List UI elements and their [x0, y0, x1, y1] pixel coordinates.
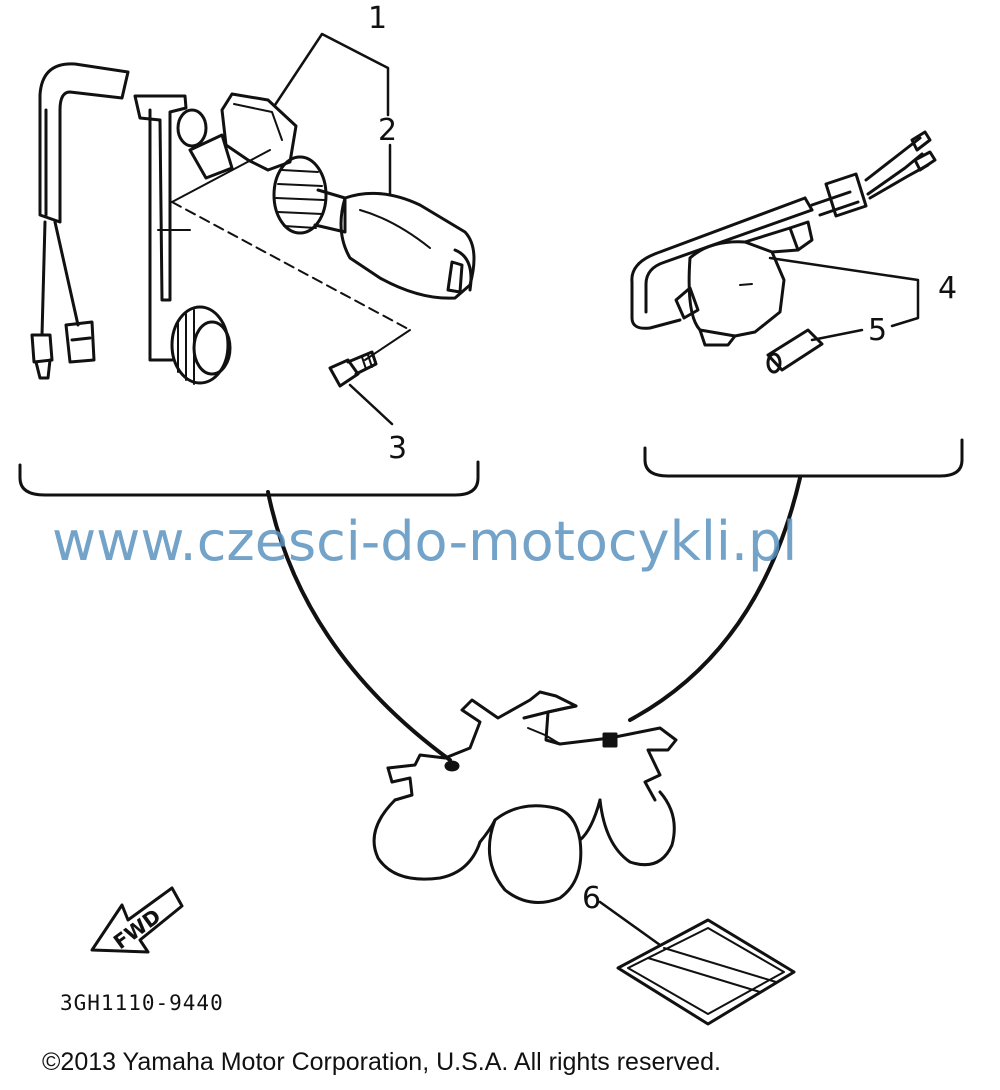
atv-silhouette [372, 690, 678, 904]
copyright-text: ©2013 Yamaha Motor Corporation, U.S.A. A… [42, 1048, 721, 1076]
diagram-code: 3GH1110-9440 [60, 991, 224, 1015]
callout-3: 3 [388, 431, 407, 466]
callout-1: 1 [368, 1, 387, 36]
watermark-text: www.czesci-do-motocykli.pl [52, 510, 797, 573]
part-6-label-sheet [598, 900, 796, 1026]
fwd-arrow-icon [90, 886, 184, 954]
callout-2: 2 [378, 113, 397, 148]
callout-6: 6 [582, 881, 601, 916]
left-assembly [18, 32, 480, 497]
callout-4: 4 [938, 271, 957, 306]
callout-5: 5 [868, 313, 887, 348]
right-assembly [630, 130, 964, 478]
